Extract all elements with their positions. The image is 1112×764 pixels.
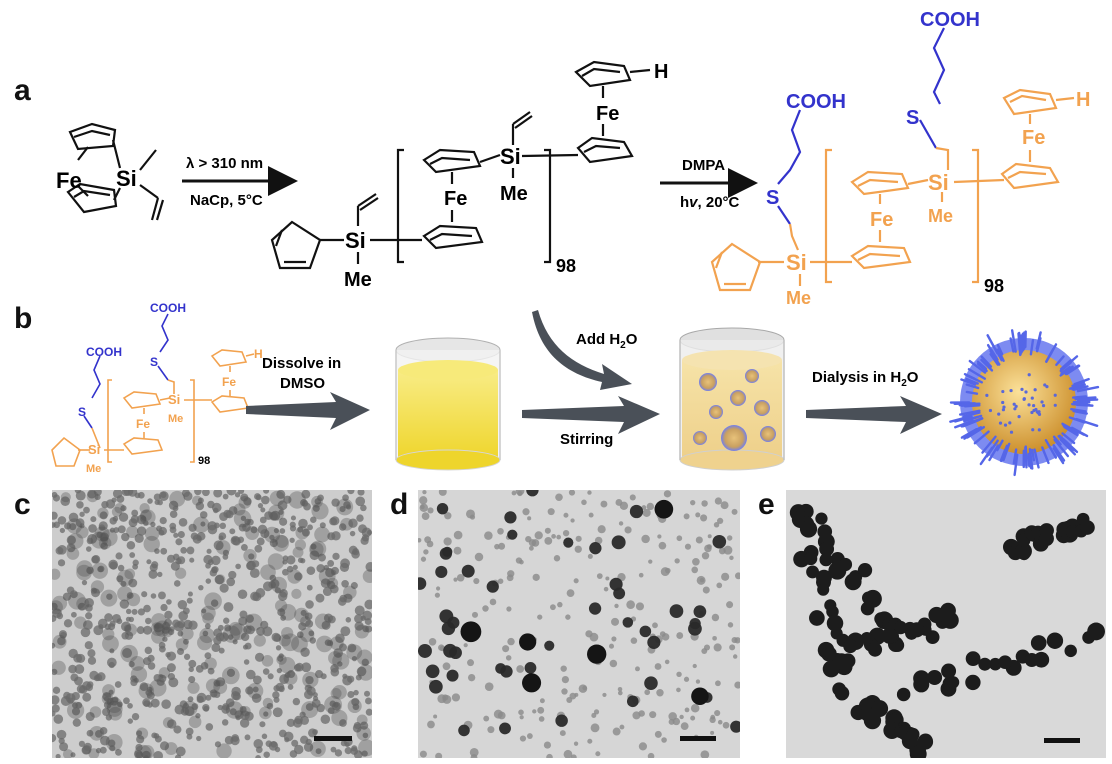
small-me2: Me <box>86 463 101 475</box>
product-si-end: Si <box>786 250 807 275</box>
polymer-fe-mid: Fe <box>444 188 467 210</box>
step1-above: λ > 310 nm <box>186 155 263 172</box>
product-cooh-top: COOH <box>920 9 980 31</box>
cyclopentadienyl-ring-icon <box>422 224 484 250</box>
scale-bar-icon <box>314 736 352 741</box>
cyclopentadienyl-ring-icon <box>1000 162 1060 190</box>
product-me2: Me <box>786 288 811 308</box>
product-si-main: Si <box>928 170 949 195</box>
cyclopentadienyl-ring-icon <box>574 60 632 88</box>
dmso-label: DMSO <box>280 375 325 392</box>
arrow-icon <box>522 396 660 434</box>
product-fe-mid: Fe <box>870 209 893 231</box>
tem-image-c <box>52 490 372 758</box>
beaker-icon <box>679 327 785 471</box>
panel-label-d: d <box>390 488 409 521</box>
small-s-top: S <box>150 355 158 369</box>
cyclopentadienyl-ring-icon <box>850 244 912 270</box>
small-cooh-left: COOH <box>86 345 122 359</box>
product-h: H <box>1076 89 1090 111</box>
arrow-icon <box>246 392 370 430</box>
cyclopentadienyl-ring-icon <box>710 242 762 292</box>
small-repeat-n: 98 <box>198 455 210 467</box>
step2-above: DMPA <box>682 157 725 174</box>
product-structure-small <box>51 313 255 467</box>
panel-label-e: e <box>758 488 775 521</box>
small-si-end: Si <box>88 442 100 457</box>
cyclopentadienyl-ring-icon <box>850 170 910 196</box>
panel-label-b: b <box>14 302 33 335</box>
micelle-icon <box>693 369 776 451</box>
cyclopentadienyl-ring-icon <box>51 436 81 467</box>
add-water-label: Add H2O <box>576 331 638 351</box>
scale-bar-icon <box>680 736 716 741</box>
small-fe-mid: Fe <box>136 417 150 431</box>
polymer-si-end: Si <box>345 228 366 253</box>
cyclopentadienyl-ring-icon <box>210 395 250 413</box>
scheme-b: COOH COOH S S Fe H Fe Si Me Si Me 98 Dis… <box>51 301 1100 477</box>
cyclopentadienyl-ring-icon <box>422 148 482 174</box>
small-s-left: S <box>78 405 86 419</box>
cyclopentadienyl-ring-icon <box>68 122 117 151</box>
dialysis-label: Dialysis in H2O <box>812 369 919 389</box>
arrow-icon <box>806 396 942 434</box>
stirring-label: Stirring <box>560 431 613 448</box>
small-fe-top: Fe <box>222 375 236 389</box>
polymer-repeat-n: 98 <box>556 256 576 276</box>
polymer-structure <box>270 60 651 270</box>
step2-below: hv, 20°C <box>680 194 740 211</box>
cyclopentadienyl-ring-icon <box>122 437 164 455</box>
scale-bar-icon <box>1044 738 1080 743</box>
tem-image-e <box>786 490 1106 758</box>
tem-image-d <box>418 490 740 758</box>
micelle-icon <box>949 329 1100 477</box>
small-si-main: Si <box>168 392 180 407</box>
dissolve-label: Dissolve in <box>262 355 341 372</box>
cyclopentadienyl-ring-icon <box>1002 88 1058 116</box>
product-fe-top: Fe <box>1022 127 1045 149</box>
monomer-structure <box>66 122 165 221</box>
cyclopentadienyl-ring-icon <box>576 136 634 164</box>
cyclopentadienyl-ring-icon <box>270 220 322 270</box>
product-s-top: S <box>906 107 919 129</box>
cyclopentadienyl-ring-icon <box>210 349 248 367</box>
polymer-me1: Me <box>500 183 528 205</box>
panel-label-a: a <box>14 74 31 107</box>
scheme-a: Fe Si λ > 310 nm NaCp, 5°C <box>56 9 1090 308</box>
small-me1: Me <box>168 413 183 425</box>
monomer-si: Si <box>116 166 137 191</box>
product-repeat-n: 98 <box>984 276 1004 296</box>
panel-label-c: c <box>14 488 31 521</box>
product-s-left: S <box>766 187 779 209</box>
polymer-h: H <box>654 61 668 83</box>
product-structure <box>710 27 1075 292</box>
monomer-fe: Fe <box>56 168 82 193</box>
polymer-fe-top: Fe <box>596 103 619 125</box>
beaker-icon <box>395 337 501 471</box>
step1-below: NaCp, 5°C <box>190 192 263 209</box>
arrow-icon <box>532 310 632 390</box>
small-cooh-top: COOH <box>150 301 186 315</box>
polymer-si-main: Si <box>500 144 521 169</box>
product-me1: Me <box>928 206 953 226</box>
product-cooh-left: COOH <box>786 91 846 113</box>
polymer-me2: Me <box>344 269 372 291</box>
small-h: H <box>254 347 263 361</box>
cyclopentadienyl-ring-icon <box>122 391 162 409</box>
